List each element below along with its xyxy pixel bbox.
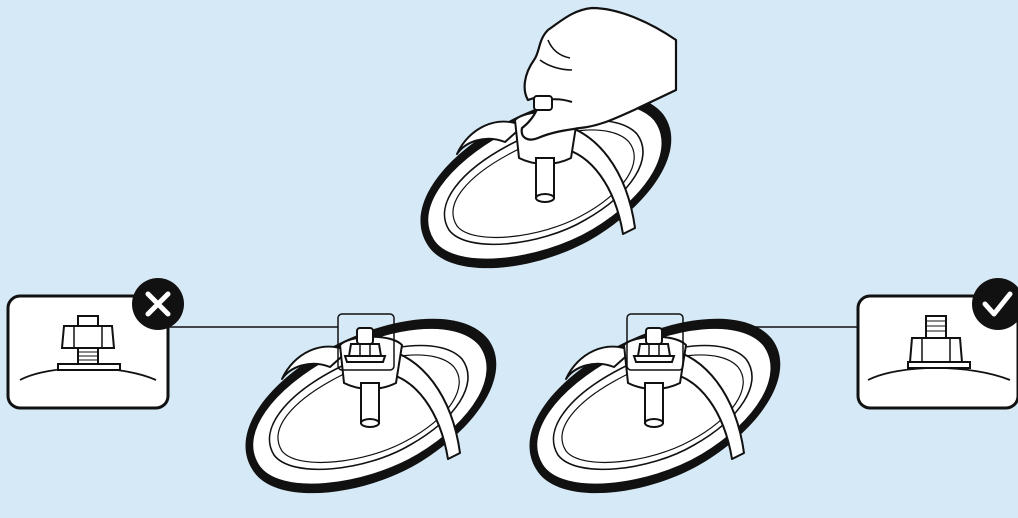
check-icon <box>972 278 1018 330</box>
cross-icon <box>132 278 184 330</box>
hand-illustration <box>520 6 678 141</box>
detail-box-correct <box>856 294 1018 410</box>
nut-highlight-left <box>337 313 395 371</box>
nut-highlight-right <box>626 313 684 371</box>
detail-box-incorrect <box>6 294 170 410</box>
